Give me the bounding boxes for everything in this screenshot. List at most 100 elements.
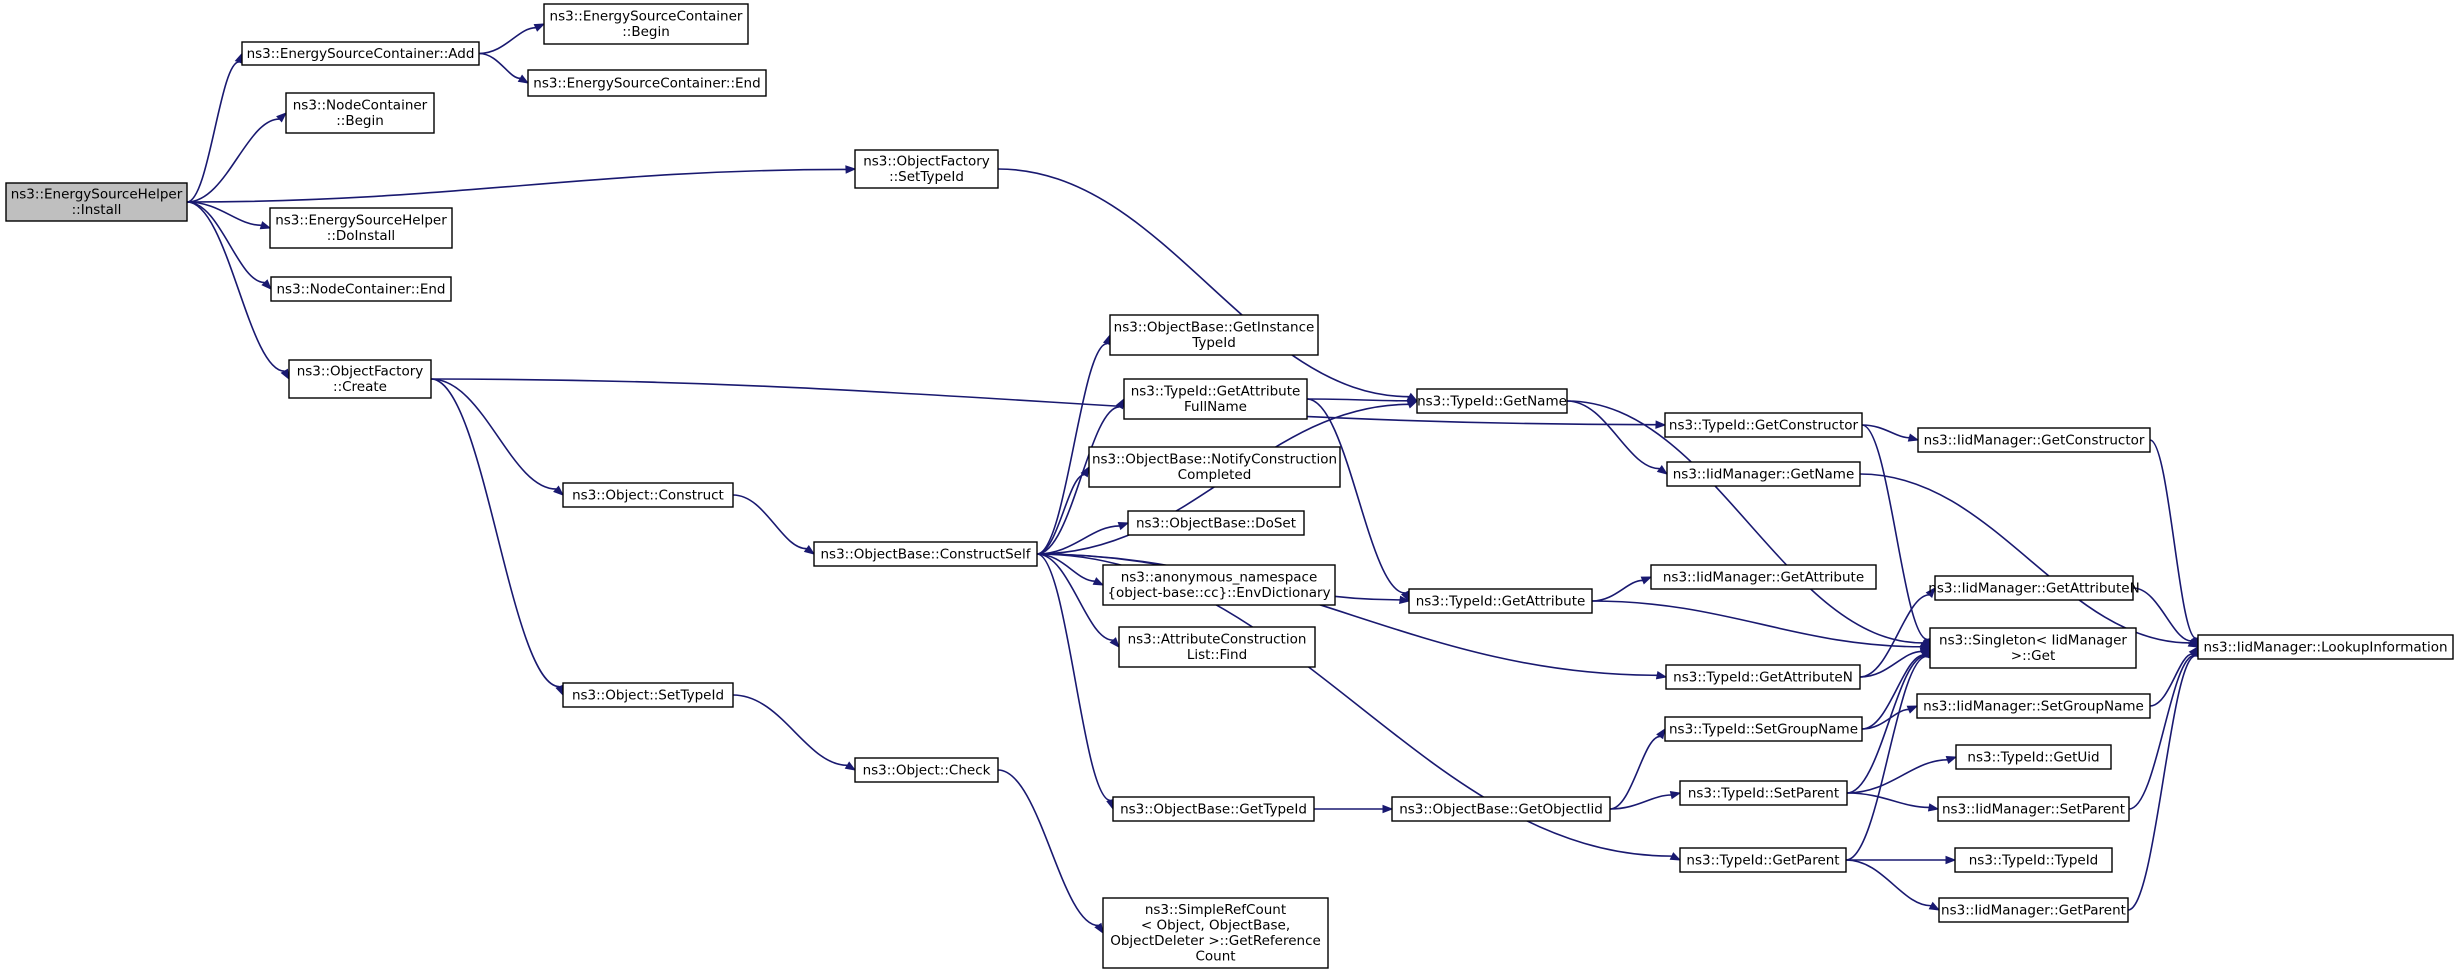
node-tid-getattribute[interactable]: ns3::TypeId::GetAttribute [1408, 588, 1593, 614]
node-iid-getconstructor[interactable]: ns3::IidManager::GetConstructor [1917, 427, 2151, 453]
edge-tid_getname-to-singleton_get [1566, 400, 1932, 649]
node-tid-getattributen[interactable]: ns3::TypeId::GetAttributeN [1665, 664, 1861, 690]
edge-tid_getconstructor-to-iid_getconstructor [1861, 424, 1920, 442]
node-label: ns3::TypeId::SetParent [1688, 785, 1839, 801]
node-iid-getname[interactable]: ns3::IidManager::GetName [1666, 461, 1861, 487]
node-label: ns3::TypeId::GetParent [1686, 852, 1839, 868]
node-box [1112, 796, 1315, 822]
node-label: ns3::ObjectBase::DoSet [1136, 515, 1296, 531]
node-box [1664, 412, 1863, 438]
node-box [1118, 626, 1316, 668]
node-box [1917, 427, 2151, 453]
node-label: ns3::Object::SetTypeId [572, 687, 724, 703]
node-box [1391, 796, 1611, 822]
edge-of_create-to-obj_settypeid [430, 378, 564, 697]
nodes-layer: ns3::EnergySourceHelper::Installns3::Ene… [5, 3, 2454, 969]
node-ob-notify[interactable]: ns3::ObjectBase::NotifyConstructionCompl… [1088, 446, 1341, 488]
node-label: ns3::SimpleRefCount [1145, 902, 1286, 918]
node-iid-lookup[interactable]: ns3::IidManager::LookupInformation [2197, 634, 2454, 660]
edge-ob_constructself-to-acl_find [1036, 553, 1120, 649]
edge-iid_getconstructor-to-iid_lookup [2149, 439, 2200, 649]
node-tid-getname[interactable]: ns3::TypeId::GetName [1416, 388, 1568, 414]
node-tid-setgroupname[interactable]: ns3::TypeId::SetGroupName [1664, 716, 1863, 742]
node-label: ns3::IidManager::LookupInformation [2203, 639, 2447, 655]
node-box [1088, 446, 1341, 488]
node-tid-getuid[interactable]: ns3::TypeId::GetUid [1955, 744, 2112, 770]
node-iid-getattributen[interactable]: ns3::IidManager::GetAttributeN [1928, 575, 2140, 601]
edge-of_create-to-tid_getconstructor [430, 378, 1667, 429]
edge-iid_getparent-to-iid_lookup [2127, 645, 2200, 911]
edge-iid_getattributen-to-iid_lookup [2132, 587, 2200, 648]
node-box [269, 207, 453, 249]
node-box [1679, 847, 1847, 873]
edge-ob_constructself-to-tid_getattributen [1036, 553, 1668, 680]
node-box [527, 69, 767, 97]
node-box [1665, 664, 1861, 690]
node-obj-settypeid[interactable]: ns3::Object::SetTypeId [562, 682, 734, 708]
node-esc-begin[interactable]: ns3::EnergySourceContainer::Begin [543, 3, 749, 45]
node-box [2197, 634, 2454, 660]
node-ob-constructself[interactable]: ns3::ObjectBase::ConstructSelf [813, 541, 1038, 567]
node-src-getrefcount[interactable]: ns3::SimpleRefCount< Object, ObjectBase,… [1102, 897, 1329, 969]
node-anon-envdict[interactable]: ns3::anonymous_namespace{object-base::cc… [1102, 564, 1336, 606]
node-box [1954, 847, 2113, 873]
node-label: ns3::IidManager::GetConstructor [1924, 432, 2145, 448]
node-esc-add[interactable]: ns3::EnergySourceContainer::Add [241, 41, 480, 66]
node-label: ns3::ObjectBase::NotifyConstruction [1092, 452, 1337, 468]
node-label: ns3::EnergySourceContainer [550, 9, 743, 25]
node-label: ns3::TypeId::GetAttribute [1131, 384, 1301, 400]
node-nc-begin[interactable]: ns3::NodeContainer::Begin [285, 92, 435, 134]
edge-tid_getattribute-to-iid_getattribute [1591, 576, 1653, 602]
node-label: Count [1195, 949, 1235, 965]
node-box [1650, 564, 1877, 590]
edge-iid_setparent-to-iid_lookup [2128, 645, 2199, 810]
node-label: ns3::EnergySourceHelper [11, 187, 183, 203]
node-box [854, 757, 999, 783]
edge-obj_construct-to-ob_constructself [732, 494, 816, 555]
node-tid-getparent[interactable]: ns3::TypeId::GetParent [1679, 847, 1847, 873]
node-label: ::DoInstall [327, 228, 395, 244]
node-ob-getobjectiid[interactable]: ns3::ObjectBase::GetObjectIid [1391, 796, 1611, 822]
node-ob-gettypeid[interactable]: ns3::ObjectBase::GetTypeId [1112, 796, 1315, 822]
node-obj-construct[interactable]: ns3::Object::Construct [562, 482, 734, 508]
node-install[interactable]: ns3::EnergySourceHelper::Install [5, 182, 188, 222]
node-iid-setparent[interactable]: ns3::IidManager::SetParent [1937, 796, 2130, 822]
edge-tid_getparent-to-tid_typeid [1846, 855, 1957, 865]
node-label: >::Get [2011, 648, 2055, 664]
node-esc-end[interactable]: ns3::EnergySourceContainer::End [527, 69, 767, 97]
node-obj-check[interactable]: ns3::Object::Check [854, 757, 999, 783]
edge-ob_constructself-to-ob_notify [1036, 465, 1090, 555]
node-ob-doset[interactable]: ns3::ObjectBase::DoSet [1127, 510, 1305, 536]
node-box [285, 92, 435, 134]
edge-tid_setparent-to-iid_setparent [1846, 792, 1940, 812]
edge-install-to-of_create [186, 201, 290, 381]
node-box [562, 682, 734, 708]
edge-obj_check-to-src_getrefcount [997, 769, 1104, 935]
node-esh-doinstall[interactable]: ns3::EnergySourceHelper::DoInstall [269, 207, 453, 249]
node-box [1679, 780, 1848, 806]
node-label: List::Find [1187, 647, 1247, 663]
node-label: ns3::TypeId::GetUid [1967, 749, 2099, 765]
edge-tid_getattributen-to-iid_getattributen [1859, 586, 1936, 678]
node-tid-getconstructor[interactable]: ns3::TypeId::GetConstructor [1664, 412, 1863, 438]
node-label: ns3::EnergySourceContainer::End [533, 75, 760, 91]
node-iid-setgroupname[interactable]: ns3::IidManager::SetGroupName [1916, 693, 2151, 719]
node-label: ns3::TypeId::GetName [1417, 393, 1567, 409]
node-iid-getparent[interactable]: ns3::IidManager::GetParent [1938, 897, 2129, 923]
node-singleton-get[interactable]: ns3::Singleton< IidManager >::Get [1929, 627, 2137, 669]
node-tid-typeid[interactable]: ns3::TypeId::TypeId [1954, 847, 2113, 873]
node-label: ns3::Object::Construct [572, 487, 724, 503]
node-tid-setparent[interactable]: ns3::TypeId::SetParent [1679, 780, 1848, 806]
node-label: ns3::TypeId::SetGroupName [1669, 721, 1858, 737]
node-label: ns3::TypeId::GetAttribute [1416, 593, 1586, 609]
node-nc-end[interactable]: ns3::NodeContainer::End [270, 276, 452, 302]
node-box [288, 359, 432, 399]
node-of-create[interactable]: ns3::ObjectFactory::Create [288, 359, 432, 399]
node-iid-getattribute[interactable]: ns3::IidManager::GetAttribute [1650, 564, 1877, 590]
node-of-settypeid[interactable]: ns3::ObjectFactory::SetTypeId [854, 149, 999, 189]
node-box [1102, 897, 1329, 969]
